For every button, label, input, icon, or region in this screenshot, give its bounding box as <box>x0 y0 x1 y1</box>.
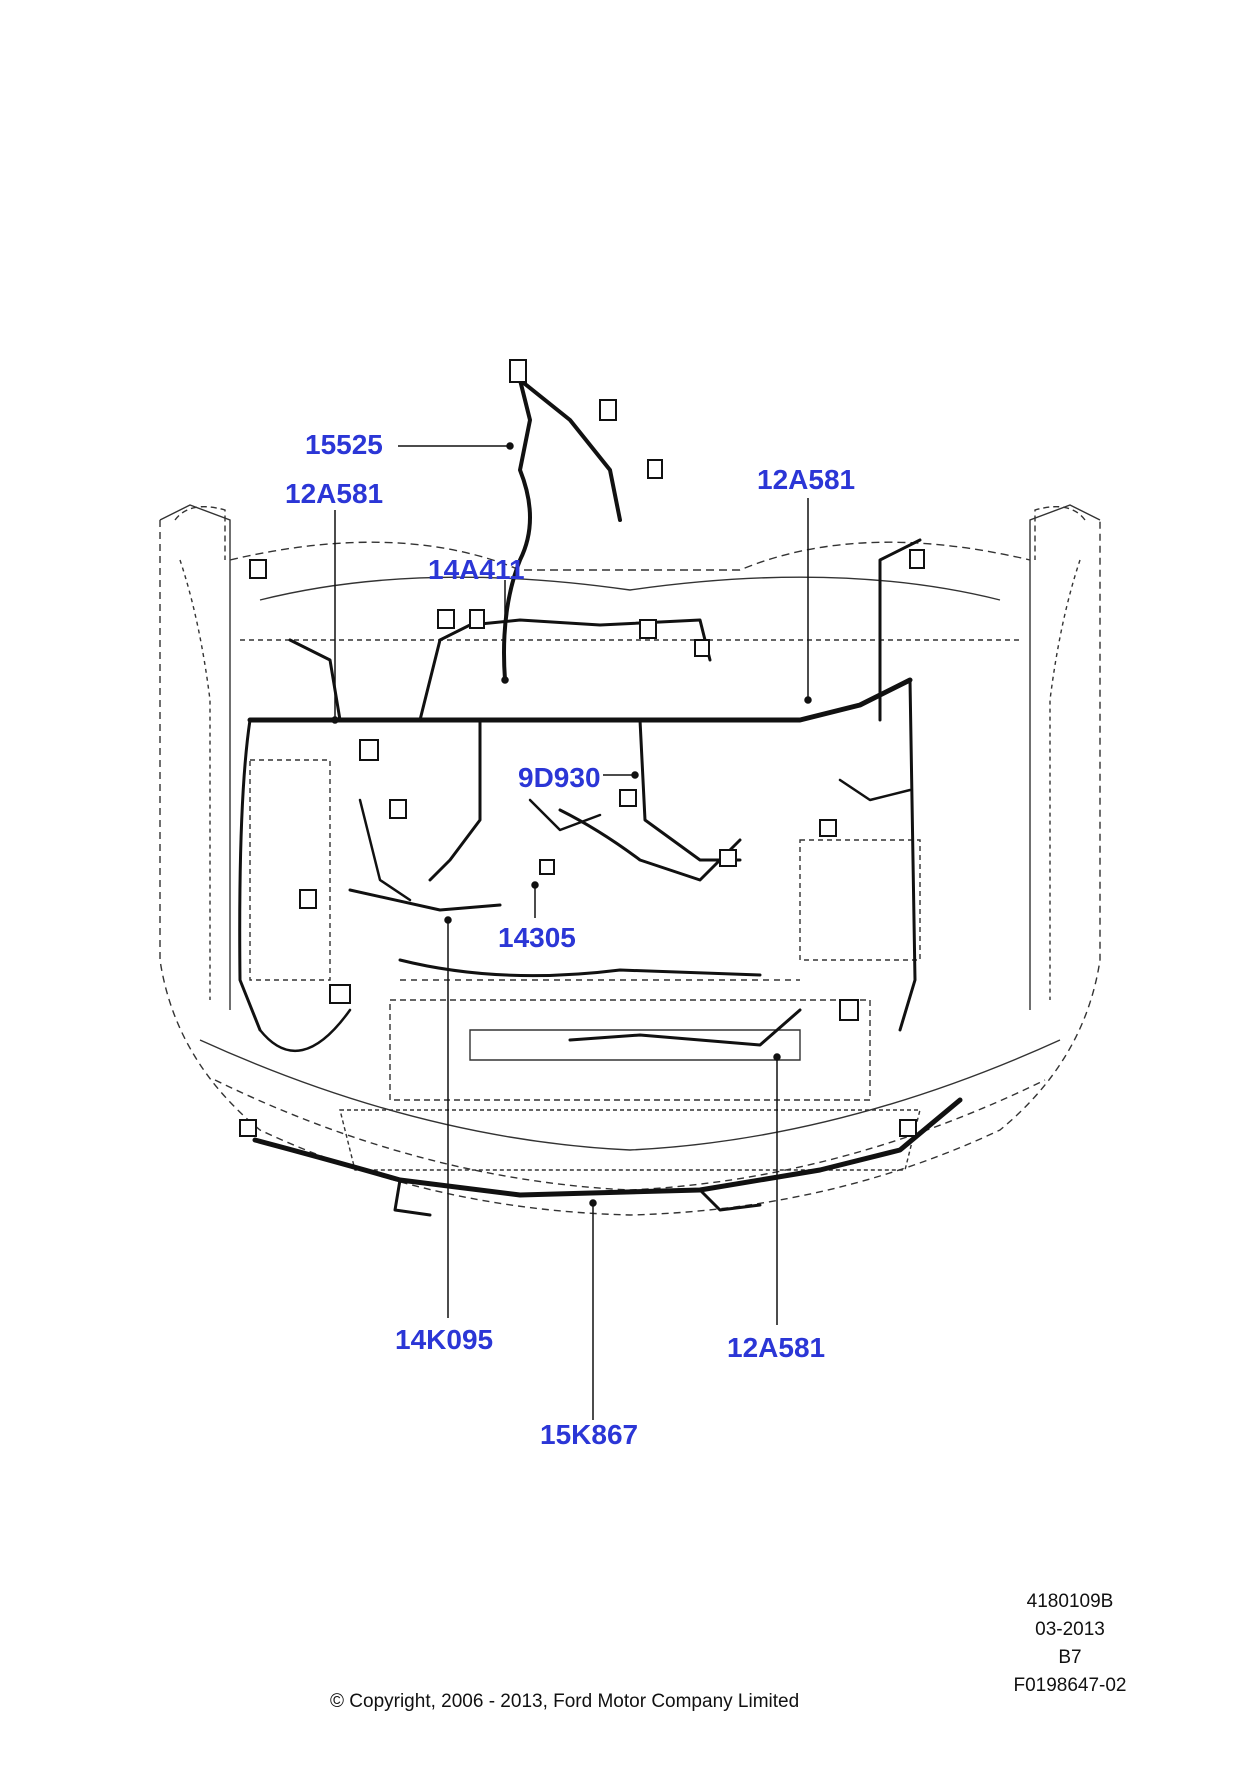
illustration-reference: F0198647-02 <box>1013 1675 1127 1696</box>
callout-12A581-left: 12A581 <box>285 478 384 509</box>
callout-15525: 15525 <box>305 429 383 460</box>
callout-leaders <box>331 442 812 1420</box>
callout-14305: 14305 <box>498 922 576 953</box>
illustration-code: B7 <box>1058 1647 1082 1668</box>
callout-15K867: 15K867 <box>540 1419 639 1450</box>
illustration-date: 03-2013 <box>1035 1619 1105 1640</box>
callout-14A411: 14A411 <box>428 554 525 585</box>
vehicle-body-outline <box>159 504 1101 1216</box>
illustration-number: 4180109B <box>1026 1591 1114 1612</box>
callout-9D930: 9D930 <box>518 762 601 793</box>
callout-14K095: 14K095 <box>395 1324 494 1355</box>
copyright-notice: © Copyright, 2006 - 2013, Ford Motor Com… <box>330 1691 800 1712</box>
callout-12A581-right: 12A581 <box>757 464 856 495</box>
harness-connectors <box>239 359 925 1137</box>
illustration-info: 4180109B 03-2013 B7 F0198647-02 <box>990 1588 1150 1700</box>
callout-12A581-bottom: 12A581 <box>727 1332 826 1363</box>
harness-wires <box>238 378 963 1217</box>
